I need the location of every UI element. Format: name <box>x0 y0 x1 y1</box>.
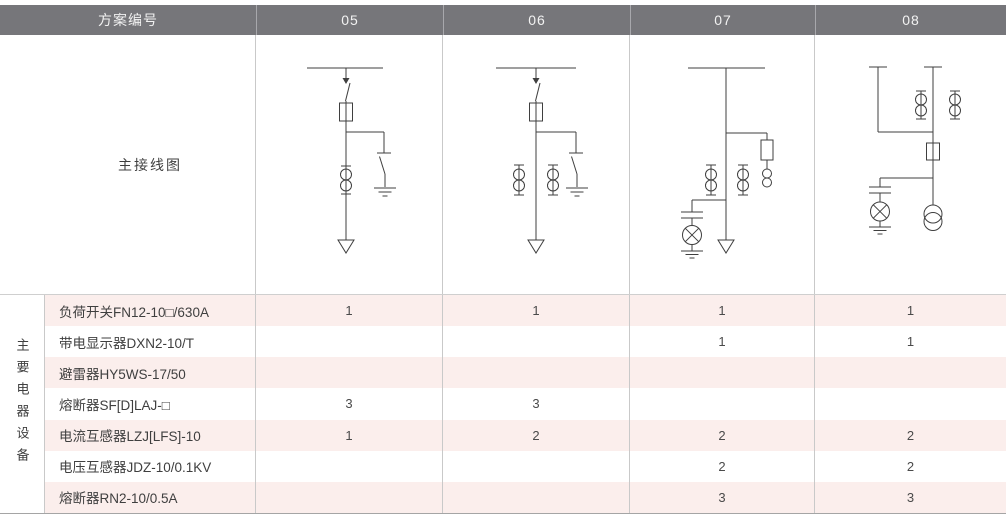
qty-scheme-07 <box>630 388 815 420</box>
current-transformer-icon <box>705 164 717 196</box>
single-line-diagram-08-icon <box>869 66 961 235</box>
main-wiring-diagram-label: 主接线图 <box>0 35 256 295</box>
qty-scheme-05: 1 <box>256 419 443 451</box>
current-transformer-icon <box>737 164 749 196</box>
qty-scheme-07: 1 <box>630 295 815 327</box>
qty-scheme-08: 2 <box>906 458 915 474</box>
qty-scheme-07: 1 <box>630 326 815 358</box>
equipment-vertical-label: 主要电器设备 <box>14 338 30 470</box>
main-wiring-diagram-row: 主接线图 <box>0 35 1006 295</box>
table-row: 熔断器SF[D]LAJ-□ 3 3 <box>45 388 1006 420</box>
qty-scheme-08: 1 <box>906 303 915 319</box>
wiring-diagram-cell-06 <box>443 35 630 295</box>
qty-scheme-07: 3 <box>630 481 815 513</box>
wiring-diagram-cell-05 <box>256 35 443 295</box>
qty-scheme-07: 2 <box>630 419 815 451</box>
equipment-section: 主要电器设备 负荷开关FN12-10□/630A 1 1 1 1 带电显示器DX… <box>0 294 1006 514</box>
load-switch-icon <box>342 68 351 102</box>
earth-switch-icon <box>346 131 396 197</box>
table-row: 电流互感器LZJ[LFS]-10 1 2 2 2 <box>45 419 1006 451</box>
single-line-diagram-05-icon <box>307 67 396 254</box>
header-scheme-06: 06 <box>443 5 630 35</box>
equipment-rows: 负荷开关FN12-10□/630A 1 1 1 1 带电显示器DXN2-10/T… <box>45 295 1006 513</box>
earth-switch-icon <box>536 131 588 197</box>
fuse-icon <box>926 142 940 161</box>
equipment-name: 电流互感器LZJ[LFS]-10 <box>45 419 256 451</box>
qty-scheme-06 <box>443 326 630 358</box>
equipment-name: 负荷开关FN12-10□/630A <box>45 295 256 327</box>
outgoing-feeder-arrow-icon <box>527 239 545 254</box>
current-transformer-icon <box>915 90 927 120</box>
live-display-indicator-icon <box>869 177 933 235</box>
qty-scheme-05 <box>256 450 443 482</box>
table-row: 电压互感器JDZ-10/0.1KV 2 2 <box>45 450 1006 482</box>
equipment-name: 电压互感器JDZ-10/0.1KV <box>45 450 256 482</box>
current-transformer-icon <box>513 164 525 196</box>
table-row: 避雷器HY5WS-17/50 <box>45 357 1006 389</box>
qty-scheme-05 <box>256 326 443 358</box>
single-line-diagram-07-icon <box>681 67 774 259</box>
table-row: 熔断器RN2-10/0.5A 3 3 <box>45 481 1006 513</box>
equipment-name: 避雷器HY5WS-17/50 <box>45 357 256 389</box>
qty-scheme-05: 1 <box>256 295 443 327</box>
load-switch-icon <box>532 68 541 102</box>
qty-scheme-08 <box>815 388 1006 419</box>
qty-scheme-06 <box>443 450 630 482</box>
qty-scheme-06: 3 <box>443 388 630 420</box>
qty-scheme-06 <box>443 481 630 513</box>
single-line-diagram-06-icon <box>496 67 588 254</box>
qty-scheme-06: 2 <box>443 419 630 451</box>
table-header-row: 方案编号 05 06 07 08 <box>0 5 1006 35</box>
outgoing-feeder-arrow-icon <box>717 239 735 254</box>
qty-scheme-08: 3 <box>906 489 915 505</box>
table-row: 带电显示器DXN2-10/T 1 1 <box>45 326 1006 358</box>
qty-scheme-05: 3 <box>256 388 443 420</box>
wiring-diagram-cell-07 <box>630 35 815 295</box>
current-transformer-icon <box>340 165 352 195</box>
qty-scheme-06: 1 <box>443 295 630 327</box>
voltage-transformer-fuse-branch-icon <box>726 132 774 188</box>
outgoing-feeder-arrow-icon <box>337 239 355 254</box>
qty-scheme-07 <box>630 357 815 389</box>
qty-scheme-08: 2 <box>906 427 915 443</box>
header-scheme-number-label: 方案编号 <box>98 12 158 28</box>
equipment-name: 熔断器SF[D]LAJ-□ <box>45 388 256 420</box>
current-transformer-icon <box>547 164 559 196</box>
voltage-transformer-icon <box>923 204 943 231</box>
wiring-diagram-cell-08 <box>815 35 1006 295</box>
qty-scheme-07: 2 <box>630 450 815 482</box>
header-scheme-05: 05 <box>256 5 443 35</box>
live-display-indicator-icon <box>681 199 726 259</box>
equipment-name: 熔断器RN2-10/0.5A <box>45 481 256 513</box>
current-transformer-icon <box>949 90 961 120</box>
equipment-vertical-label-cell: 主要电器设备 <box>0 295 45 513</box>
qty-scheme-08: 1 <box>906 334 915 350</box>
header-scheme-08: 08 <box>815 5 1006 35</box>
header-scheme-07: 07 <box>630 5 815 35</box>
fuse-icon <box>529 102 543 122</box>
qty-scheme-08 <box>815 357 1006 388</box>
qty-scheme-05 <box>256 357 443 389</box>
qty-scheme-06 <box>443 357 630 389</box>
equipment-name: 带电显示器DXN2-10/T <box>45 326 256 358</box>
table-row: 负荷开关FN12-10□/630A 1 1 1 1 <box>45 295 1006 327</box>
fuse-icon <box>339 102 353 122</box>
qty-scheme-05 <box>256 481 443 513</box>
